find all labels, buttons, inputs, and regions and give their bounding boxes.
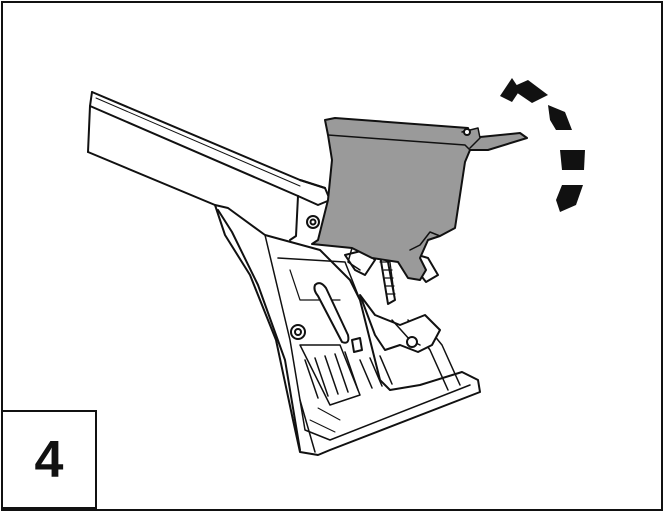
foot-body: [214, 204, 481, 456]
rotation-arrow: [500, 78, 585, 212]
rotating-cover: [311, 117, 528, 281]
roof-bar: [87, 91, 331, 241]
step-number-box: 4: [1, 410, 97, 509]
step-number: 4: [34, 430, 64, 489]
